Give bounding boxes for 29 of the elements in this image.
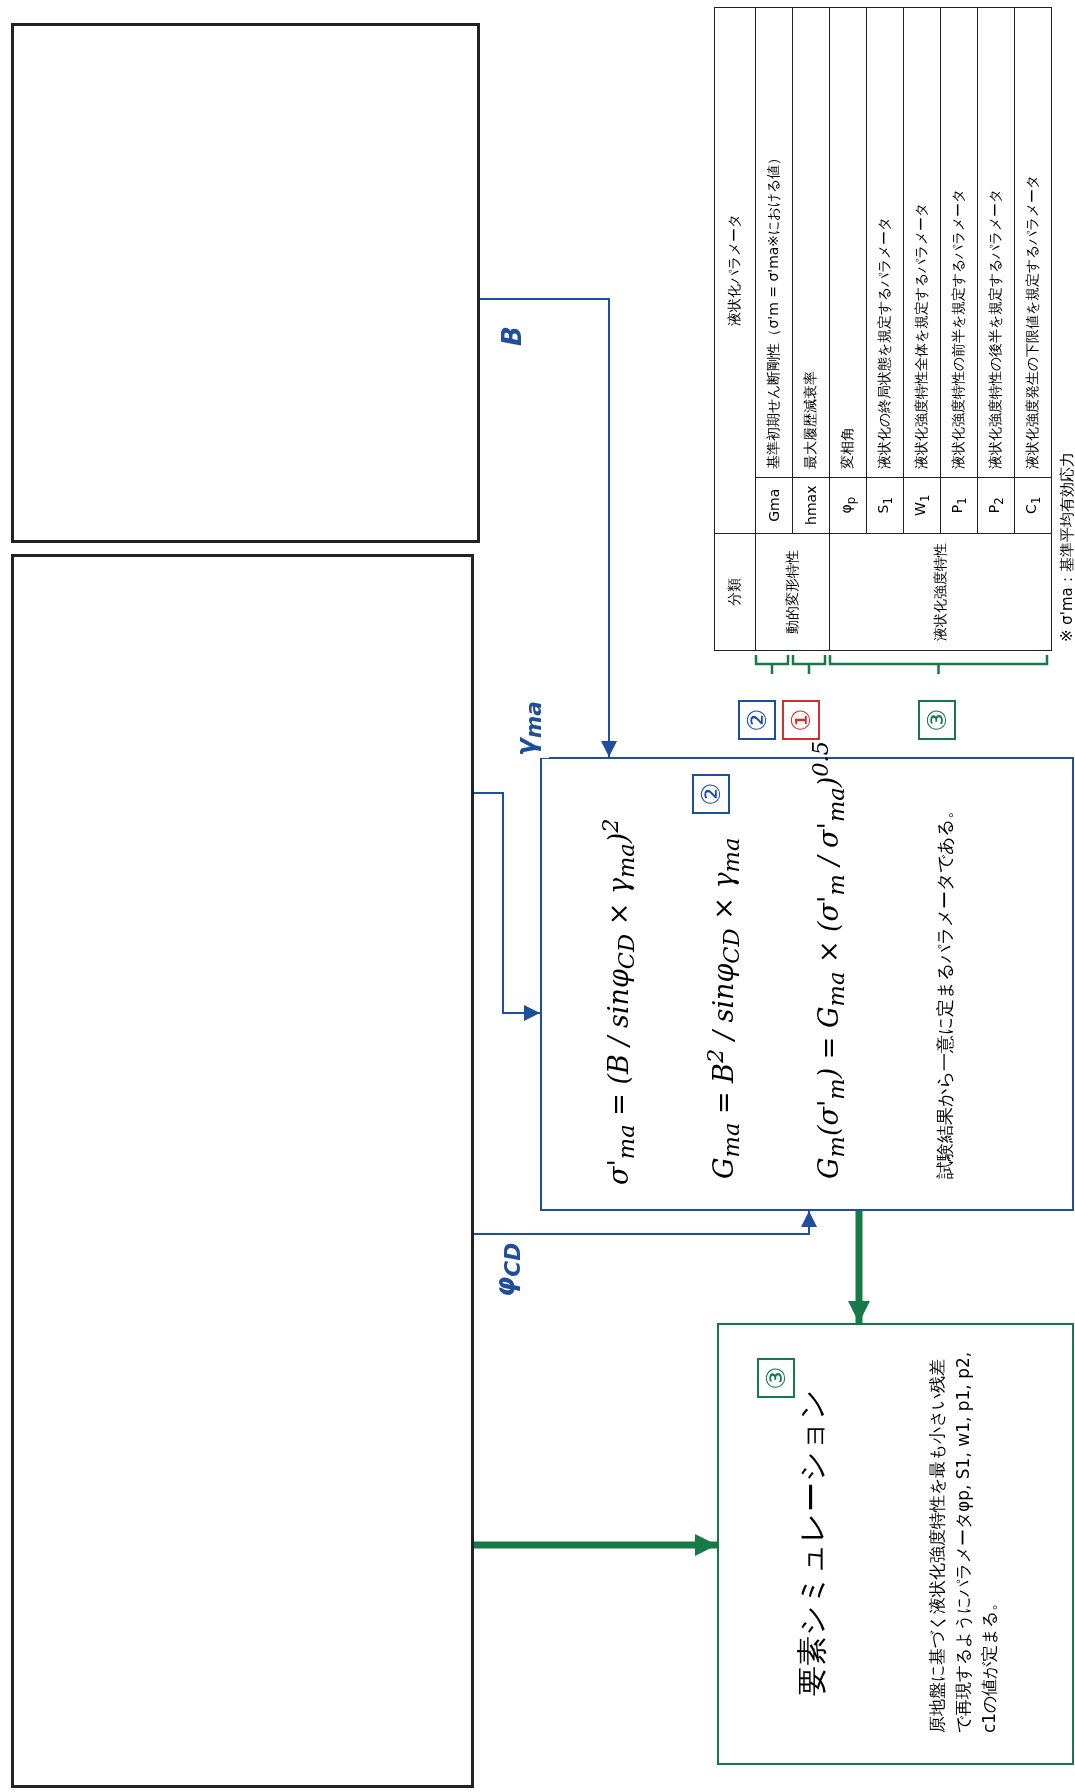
arrow	[473, 792, 541, 1021]
table-cell: 液状化強度特性の後半を規定するパラメータ	[977, 7, 1015, 478]
callout-number: ③	[757, 1358, 795, 1398]
heading: 要素シミュレーション	[794, 1387, 830, 1698]
arrow	[479, 298, 617, 758]
callout-number: ②	[692, 774, 730, 814]
table-header-cell: 分類	[714, 533, 756, 651]
table-header-cell: 液状化強度特性	[829, 533, 1052, 651]
table-cell: Gma	[755, 477, 793, 534]
table-cell: 基準初期せん断剛性（σ'm = σ'ma※における値）	[755, 7, 793, 478]
table-cell: hmax	[792, 477, 830, 534]
table-cell: 液状化強度特性の前半を規定するパラメータ	[940, 7, 978, 478]
table-header-cell: 動的変形特性	[755, 533, 830, 651]
empty-box	[11, 23, 480, 543]
body-text: 原地盤に基づく液状化強度特性を最も小さい残差で再現するようにパラメータφp, S1, w1, p1, p2, c1の値が定まる。	[926, 1350, 1000, 1733]
process-box	[717, 1323, 1074, 1765]
table-cell: 液状化強度発生の下限値を規定するパラメータ	[1014, 7, 1052, 478]
empty-box	[11, 554, 474, 1788]
callout-number: ③	[918, 700, 956, 740]
table-cell: 液状化の終局状態を規定するパラメータ	[866, 7, 904, 478]
footnote: ※ σ'ma：基準平均有効応力	[1058, 452, 1075, 642]
callout-number: ①	[782, 700, 820, 740]
note-text: 試験結果から一意に定まるパラメータである。	[933, 800, 956, 1179]
arrow	[473, 1210, 817, 1235]
table-cell: 液状化強度特性全体を規定するパラメータ	[903, 7, 941, 478]
callout-number: ②	[738, 700, 776, 740]
table-header-cell: 液状化パラメータ	[714, 7, 756, 534]
table-cell: 最大履歴減衰率	[792, 7, 830, 478]
table-cell: 変相角	[829, 7, 867, 478]
